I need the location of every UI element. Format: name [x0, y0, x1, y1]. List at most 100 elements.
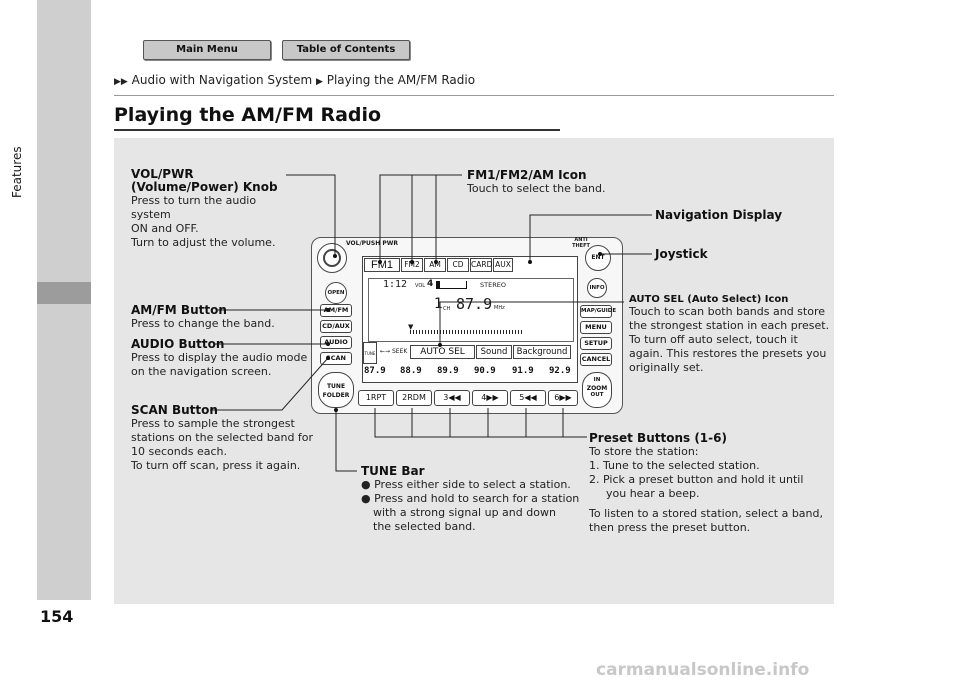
callout-preset: Preset Buttons (1-6) To store the statio… — [589, 431, 823, 535]
vol-value: 4 — [427, 279, 434, 289]
callout-audio-text-2: on the navigation screen. — [131, 365, 272, 378]
info-button[interactable]: INFO — [587, 278, 607, 298]
callout-fm-icon-text: Touch to select the band. — [467, 182, 606, 195]
callout-scan-text-3: 10 seconds each. — [131, 445, 227, 458]
preset-freq-2: 88.9 — [400, 366, 422, 376]
callout-joystick: Joystick — [655, 247, 708, 261]
preset-freq-4: 90.9 — [474, 366, 496, 376]
page-number: 154 — [40, 607, 74, 626]
callout-scan-text-1: Press to sample the strongest — [131, 417, 295, 430]
preset-freq-1: 87.9 — [364, 366, 386, 376]
preset-button-1[interactable]: 1RPT — [358, 390, 394, 406]
stereo-indicator: STEREO — [480, 281, 506, 289]
header-rule — [114, 95, 834, 96]
joystick-ent[interactable]: ENT — [585, 245, 611, 271]
zoom-in-label: IN — [593, 377, 601, 383]
cd-aux-button[interactable]: CD/AUX — [320, 320, 352, 333]
zoom-out-label: OUT — [590, 392, 604, 398]
preset-button-2[interactable]: 2RDM — [396, 390, 432, 406]
tune-small-button[interactable]: TUNE — [363, 342, 377, 364]
frequency-unit: MHz — [494, 305, 505, 311]
callout-vol-pwr: VOL/PWR (Volume/Power) Knob Press to tur… — [131, 168, 291, 250]
tab-fm1[interactable]: FM1 — [364, 258, 400, 272]
navigation-display — [362, 256, 578, 383]
callout-tune-bar: TUNE Bar ● Press either side to select a… — [361, 464, 579, 534]
am-fm-button[interactable]: AM/FM — [320, 304, 352, 317]
callout-auto-sel-text-3: To turn off auto select, touch it — [629, 333, 798, 346]
sidebar-tab-features[interactable] — [37, 282, 91, 304]
callout-auto-sel-text-4: again. This restores the presets you — [629, 347, 827, 360]
tab-fm2[interactable]: FM2 — [401, 258, 423, 272]
callout-audio-text-1: Press to display the audio mode — [131, 351, 308, 364]
tuning-marker-icon: ▼ — [408, 323, 414, 331]
breadcrumb-link-audio[interactable]: Audio with Navigation System — [131, 73, 313, 87]
auto-sel-button[interactable]: AUTO SEL — [410, 345, 475, 359]
channel-text: CH — [443, 306, 451, 312]
callout-tune-bullet-2-cont-1: with a strong signal up and down — [373, 506, 556, 519]
callout-scan-heading: SCAN Button — [131, 403, 218, 417]
callout-audio: AUDIO Button Press to display the audio … — [131, 337, 307, 379]
table-of-contents-button[interactable]: Table of Contents — [282, 40, 410, 60]
bullet-icon: ● — [361, 492, 375, 505]
preset-freq-3: 89.9 — [437, 366, 459, 376]
callout-navigation-display: Navigation Display — [655, 208, 783, 222]
menu-button[interactable]: MENU — [580, 321, 612, 334]
callout-tune-bullet-2: ● Press and hold to search for a station — [361, 492, 580, 505]
channel-number: 1 — [434, 296, 443, 312]
tab-cd[interactable]: CD — [447, 258, 469, 272]
page-title: Playing the AM/FM Radio — [114, 104, 382, 126]
radio-info-area — [368, 278, 574, 342]
map-guide-button[interactable]: MAP/GUIDE — [580, 305, 616, 318]
callout-vol-pwr-text-1: Press to turn the audio system — [131, 194, 257, 221]
zoom-button[interactable]: IN ZOOM OUT — [582, 372, 612, 408]
sidebar-strip-top — [37, 0, 91, 282]
callout-scan-text-2: stations on the selected band for — [131, 431, 314, 444]
callout-auto-sel-text-5: originally set. — [629, 361, 704, 374]
tab-aux[interactable]: AUX — [493, 258, 513, 272]
frequency-display: 87.9 — [456, 295, 493, 313]
volume-bar — [436, 281, 467, 289]
vol-text: VOL — [415, 283, 426, 289]
callout-tune-heading: TUNE Bar — [361, 464, 425, 478]
preset-button-6[interactable]: 6▶▶ — [548, 390, 578, 406]
tab-am[interactable]: AM — [424, 258, 446, 272]
cancel-button[interactable]: CANCEL — [580, 353, 612, 366]
clock: 1:12 — [383, 279, 408, 290]
open-button[interactable]: OPEN — [325, 282, 347, 304]
setup-button[interactable]: SETUP — [580, 337, 612, 350]
callout-preset-text-4: you hear a beep. — [606, 487, 700, 500]
sound-button[interactable]: Sound — [476, 345, 512, 359]
callout-scan: SCAN Button Press to sample the stronges… — [131, 403, 313, 473]
callout-preset-text-5: To listen to a stored station, select a … — [589, 507, 823, 520]
main-menu-button[interactable]: Main Menu — [143, 40, 271, 60]
watermark: carmanualsonline.info — [596, 660, 810, 680]
tuning-scale — [410, 330, 524, 334]
callout-scan-text-4: To turn off scan, press it again. — [131, 459, 301, 472]
breadcrumb: ▶▶ Audio with Navigation System ▶ Playin… — [114, 73, 475, 87]
background-button[interactable]: Background — [513, 345, 571, 359]
bullet-icon: ● — [361, 478, 375, 491]
anti-theft-label: ANTI THEFT — [572, 237, 590, 249]
volume-bar-fill — [436, 281, 440, 289]
callout-vol-pwr-heading: VOL/PWR (Volume/Power) Knob — [131, 167, 278, 194]
callout-auto-sel: AUTO SEL (Auto Select) Icon Touch to sca… — [629, 294, 829, 375]
tab-card[interactable]: CARD — [470, 258, 492, 272]
callout-tune-bullet-2-cont-2: the selected band. — [373, 520, 476, 533]
callout-am-fm: AM/FM Button Press to change the band. — [131, 303, 275, 331]
breadcrumb-arrow: ▶ — [315, 77, 323, 87]
callout-am-fm-heading: AM/FM Button — [131, 303, 227, 317]
preset-button-3[interactable]: 3◀◀ — [434, 390, 470, 406]
preset-button-4[interactable]: 4▶▶ — [472, 390, 508, 406]
callout-am-fm-text: Press to change the band. — [131, 317, 275, 330]
scan-button[interactable]: SCAN — [320, 352, 352, 365]
vol-pwr-label: VOL/PUSH PWR — [346, 240, 398, 247]
callout-preset-text-3: 2. Pick a preset button and hold it unti… — [589, 473, 804, 486]
sidebar-strip-bottom — [37, 304, 91, 600]
breadcrumb-current: Playing the AM/FM Radio — [326, 73, 476, 87]
callout-tune-bullet-1: ● Press either side to select a station. — [361, 478, 571, 491]
callout-preset-text-2: 1. Tune to the selected station. — [589, 459, 760, 472]
tune-folder-bar[interactable]: TUNE FOLDER — [318, 372, 354, 408]
callout-fm-icon-heading: FM1/FM2/AM Icon — [467, 168, 587, 182]
preset-button-5[interactable]: 5◀◀ — [510, 390, 546, 406]
